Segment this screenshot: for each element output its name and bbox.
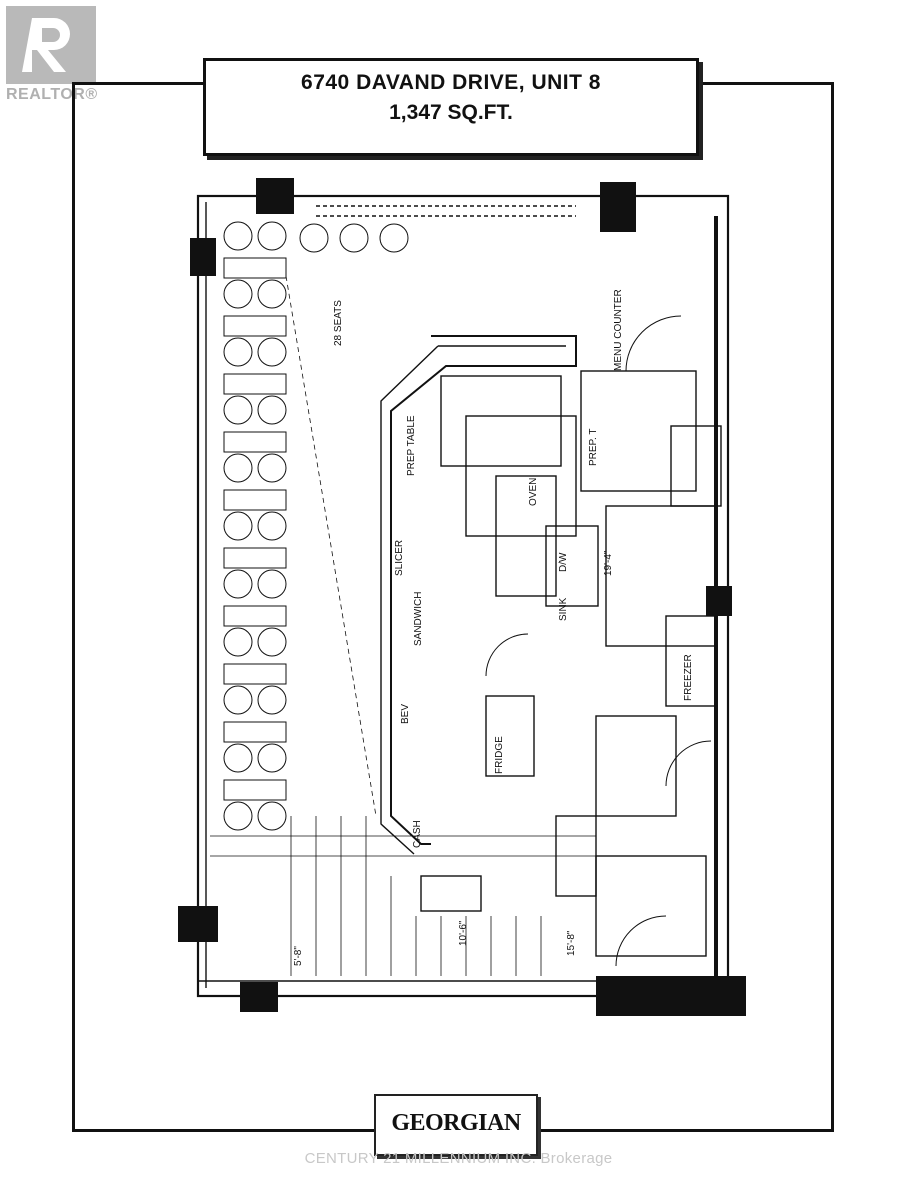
label-prep-table-2: PREP TABLE: [406, 415, 417, 476]
realtor-logo: REALTOR®: [6, 6, 98, 103]
label-sink: SINK: [558, 597, 569, 621]
address-title: 6740 DAVAND DRIVE, UNIT 8: [301, 71, 601, 94]
title-box: 6740 DAVAND DRIVE, UNIT 8 1,347 SQ.FT.: [203, 58, 699, 156]
brand-name: GEORGIAN: [391, 1110, 521, 1136]
area-title: 1,347 SQ.FT.: [389, 101, 513, 124]
label-freezer: FREEZER: [683, 654, 694, 701]
brand-logo-box: GEORGIAN: [374, 1094, 538, 1156]
realtor-r-icon: [6, 6, 96, 84]
label-dishwasher: D/W: [558, 552, 569, 572]
floor-plan-drawing: 28 SEATS MENU COUNTER PREP. T SANDWICH P…: [178, 178, 746, 1016]
label-bev: BEV: [400, 704, 411, 724]
label-dim-2: 15'-8": [566, 930, 577, 956]
label-menu-counter: MENU COUNTER: [613, 289, 624, 371]
brokerage-watermark: CENTURY 21 MILLENNIUM INC. Brokerage: [304, 1150, 613, 1167]
label-dim-4: 5'-8": [293, 946, 304, 966]
label-dim-3: 10'-6": [458, 920, 469, 946]
label-seats: 28 SEATS: [333, 300, 344, 346]
label-slicer: SLICER: [394, 540, 405, 576]
label-cash: CASH: [412, 820, 423, 848]
label-fridge: FRIDGE: [494, 736, 505, 774]
label-prep-table: PREP. T: [588, 429, 599, 466]
label-oven: OVEN: [528, 478, 539, 506]
label-sandwich: SANDWICH: [413, 592, 424, 646]
floor-plan: 28 SEATS MENU COUNTER PREP. T SANDWICH P…: [176, 176, 748, 1016]
label-dim-1: 19'-4": [603, 550, 614, 576]
